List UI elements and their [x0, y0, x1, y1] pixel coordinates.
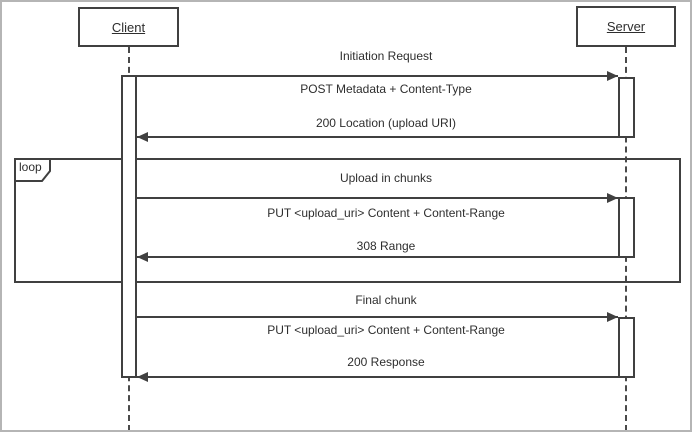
- request-line-1: [137, 75, 618, 77]
- response-label-1: 200 Location (upload URI): [315, 116, 457, 130]
- response-arrowhead-1-icon: [137, 132, 148, 142]
- server-activation-1: [618, 77, 635, 138]
- response-line-2: [137, 256, 618, 258]
- response-label-3: 200 Response: [347, 355, 425, 369]
- request-arrowhead-3-icon: [607, 312, 618, 322]
- section-title-loop: Upload in chunks: [339, 171, 433, 185]
- request-line-3: [137, 316, 618, 318]
- section-title-final: Final chunk: [355, 293, 417, 307]
- server-activation-3: [618, 317, 635, 378]
- request-arrowhead-1-icon: [607, 71, 618, 81]
- response-line-3: [137, 376, 618, 378]
- server-activation-2: [618, 197, 635, 258]
- server-label: Server: [606, 19, 646, 34]
- request-line-2: [137, 197, 618, 199]
- response-line-1: [137, 136, 618, 138]
- response-arrowhead-3-icon: [137, 372, 148, 382]
- loop-pentagon-icon: [14, 158, 51, 182]
- request-label-2: PUT <upload_uri> Content + Content-Range: [267, 206, 505, 220]
- loop-label: loop: [19, 160, 42, 174]
- client-activation-bar: [121, 75, 137, 378]
- client-label: Client: [111, 19, 146, 35]
- request-label-1: POST Metadata + Content-Type: [300, 82, 472, 96]
- loop-frame: [14, 158, 681, 283]
- actor-box-client: Client: [78, 7, 179, 47]
- actor-box-server: Server: [576, 6, 676, 47]
- section-title-initiation: Initiation Request: [339, 49, 433, 63]
- response-arrowhead-2-icon: [137, 252, 148, 262]
- request-arrowhead-2-icon: [607, 193, 618, 203]
- request-label-3: PUT <upload_uri> Content + Content-Range: [267, 323, 505, 337]
- response-label-2: 308 Range: [356, 239, 416, 253]
